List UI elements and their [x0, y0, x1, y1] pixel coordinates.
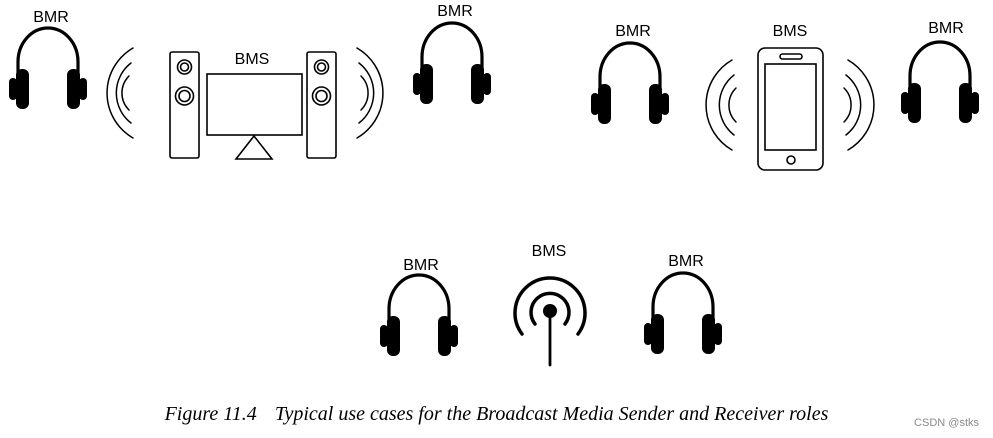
receiver-label-left: BMR	[403, 257, 439, 274]
headphones-icon	[899, 40, 981, 125]
figure-caption-text: Typical use cases for the Broadcast Medi…	[274, 403, 829, 425]
sender-label: BMS	[773, 23, 808, 40]
signal-waves-icon	[106, 47, 384, 139]
headphones-icon	[589, 41, 671, 126]
headphones-icon	[642, 271, 724, 356]
figure-caption: Figure 11.4 Typical use cases for the Bro…	[0, 403, 993, 426]
headphones-icon	[7, 26, 89, 111]
scene-smartphone: BMR BMS BMR	[589, 20, 981, 171]
signal-waves-icon	[705, 59, 875, 151]
smartphone-icon	[757, 47, 824, 171]
headphones-icon	[411, 21, 493, 106]
watermark: CSDN @stks	[914, 417, 979, 429]
receiver-label-right: BMR	[437, 3, 473, 20]
scene-tv-speakers: BMR BMS BMR	[7, 3, 493, 160]
receiver-label-left: BMR	[33, 9, 69, 26]
scene-antenna: BMR BMS BMR	[378, 243, 724, 367]
figure-number: Figure 11.4	[164, 403, 257, 425]
headphones-icon	[378, 273, 460, 358]
receiver-label-right: BMR	[928, 20, 964, 37]
sender-label: BMS	[235, 51, 270, 68]
receiver-label-left: BMR	[615, 23, 651, 40]
broadcast-antenna-icon	[513, 276, 587, 367]
sender-label: BMS	[532, 243, 567, 260]
receiver-label-right: BMR	[668, 253, 704, 270]
tv-speakers-icon	[169, 51, 337, 160]
